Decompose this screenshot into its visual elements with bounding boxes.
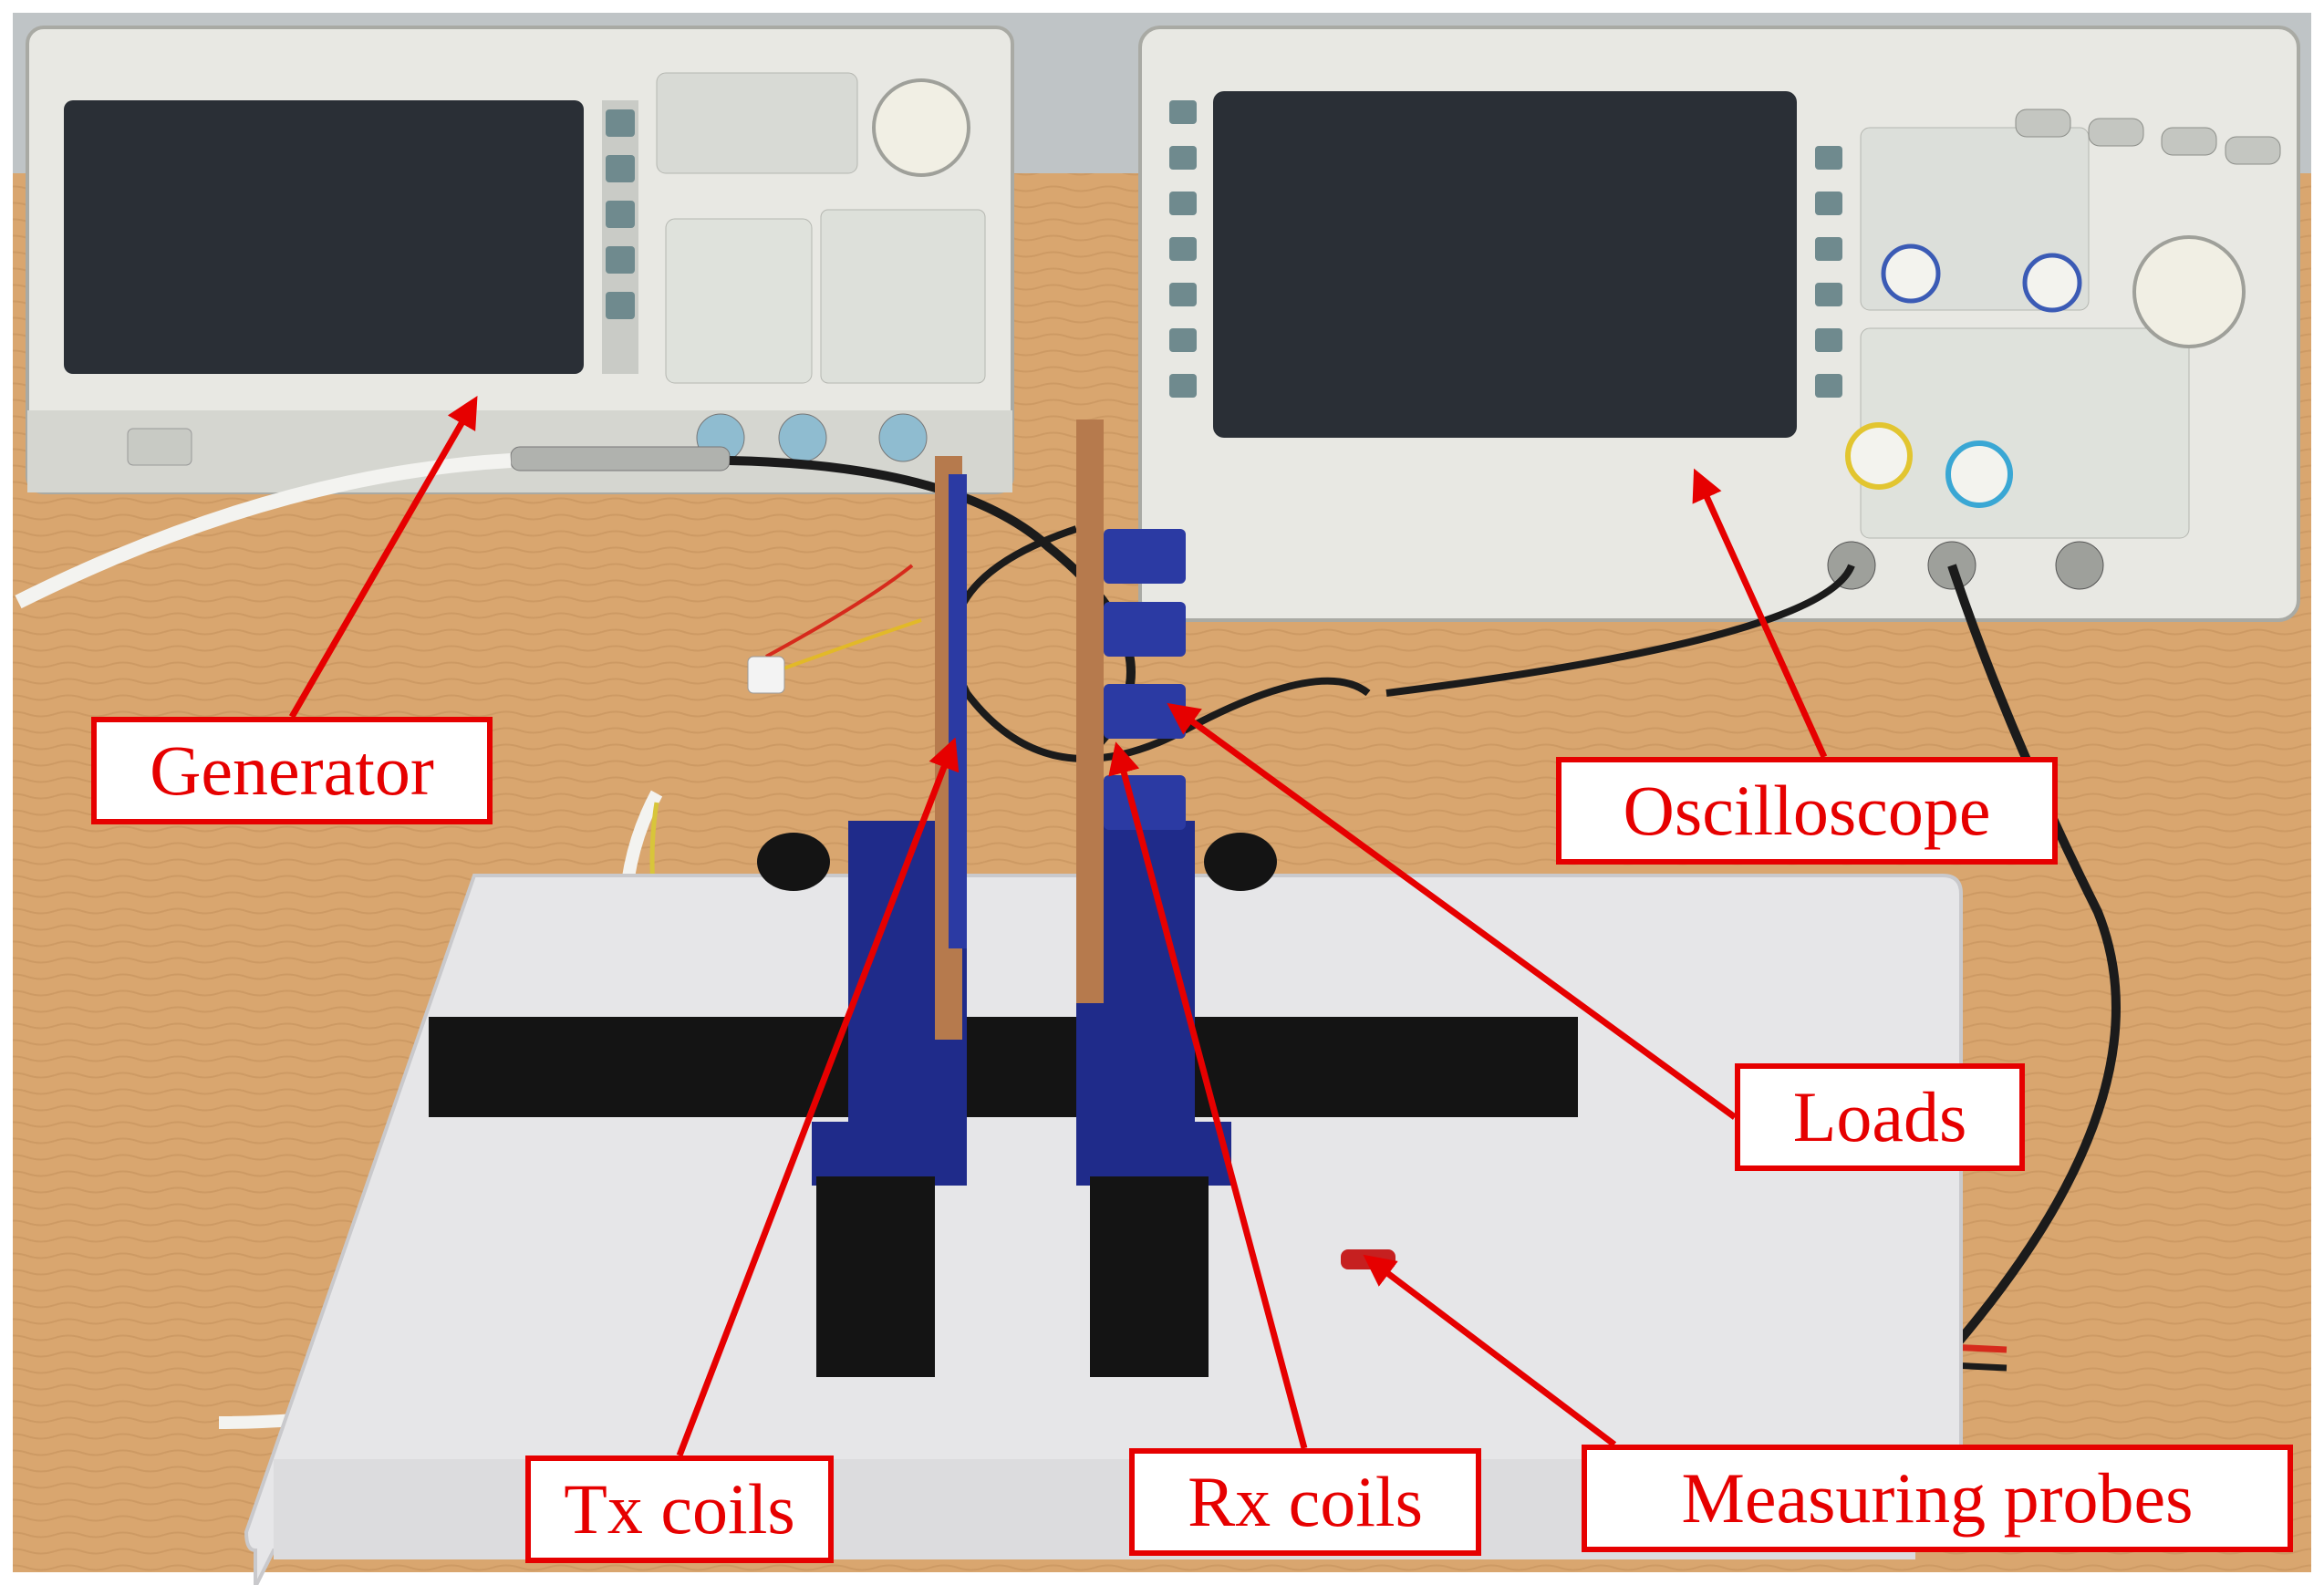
label-measuring-probes: Measuring probes [1582, 1445, 2293, 1552]
generator-knob [872, 78, 970, 177]
oscilloscope-top-buttons [2015, 109, 2281, 165]
label-tx-coils: Tx coils [525, 1456, 834, 1563]
oscilloscope-instrument [1138, 26, 2300, 622]
rx-coil-board [1076, 420, 1104, 1003]
label-generator: Generator [91, 717, 493, 824]
generator-side-buttons [606, 109, 635, 319]
black-rail [429, 1017, 1578, 1117]
probe-clip [1341, 1249, 1395, 1269]
oscilloscope-knob [2132, 235, 2246, 348]
label-loads: Loads [1735, 1063, 2025, 1171]
generator-screen [64, 100, 584, 374]
generator-instrument [26, 26, 1014, 494]
wire-connector [747, 656, 785, 694]
label-rx-coils: Rx coils [1129, 1448, 1481, 1556]
oscilloscope-side-buttons [1169, 100, 1842, 398]
generator-connector [510, 446, 731, 471]
label-oscilloscope: Oscilloscope [1556, 757, 2058, 865]
oscilloscope-screen [1213, 91, 1797, 438]
